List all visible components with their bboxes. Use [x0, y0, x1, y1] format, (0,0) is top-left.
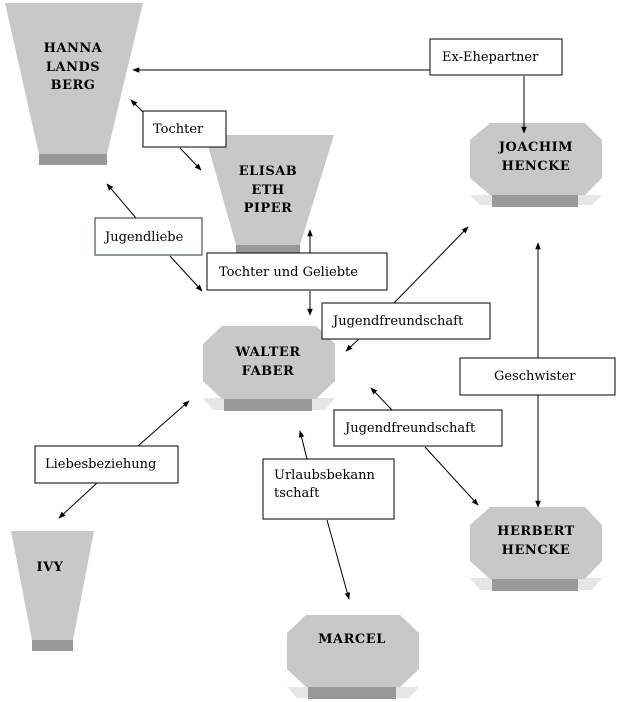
jugendfreundschaft-herbert-box [333, 409, 503, 447]
node-hanna-landsberg: HANNA LANDS BERG [5, 3, 143, 165]
ex-ehepartner-box [429, 38, 563, 76]
arrow-tochter-to-elisabeth [179, 147, 202, 171]
node-walter-faber: WALTER FABER [203, 326, 335, 411]
arrow-to-walter [370, 387, 393, 411]
edge-jugendfreundschaft-joachim: Jugendfreundschaft [321, 226, 491, 352]
urlaubsbekanntschaft-label-line-2: tschaft [274, 486, 320, 501]
urlaubsbekanntschaft-label-line-1: Urlaubsbekann [274, 468, 375, 483]
edge-tochter-und-geliebte: Tochter und Geliebte [206, 229, 388, 316]
jugendliebe-label: Jugendliebe [103, 230, 184, 245]
tochter-und-geliebte-box [206, 252, 388, 291]
herbert-name-line-1: HERBERT [497, 524, 575, 539]
liebesbeziehung-label: Liebesbeziehung [45, 457, 156, 472]
edge-ex-ehepartner: Ex-Ehepartner [132, 38, 563, 134]
herbert-name-line-2: HENCKE [502, 543, 571, 558]
arrow-to-herbert [424, 446, 479, 506]
arrow-tochter-to-hanna [130, 99, 144, 113]
jugendfreundschaft-herbert-label: Jugendfreundschaft [343, 421, 476, 436]
edge-jugendfreundschaft-herbert: Jugendfreundschaft [333, 387, 503, 506]
node-marcel: MARCEL [287, 615, 419, 699]
edge-geschwister: Geschwister [459, 242, 616, 508]
arrow-jugendliebe-to-walter [169, 255, 203, 292]
hanna-name-line-2: LANDS [46, 60, 100, 75]
edge-jugendliebe: Jugendliebe [94, 183, 203, 292]
walter-name-line-2: FABER [242, 364, 295, 379]
elisabeth-name-line-3: PIPER [244, 201, 293, 216]
arrow-to-walter [298, 430, 308, 460]
arrow-to-walter [137, 400, 190, 447]
arrow-to-marcel [326, 519, 351, 600]
jugendfreundschaft-joachim-label: Jugendfreundschaft [331, 314, 464, 329]
node-elisabeth-piper: ELISAB ETH PIPER [205, 135, 334, 256]
ex-ehepartner-label: Ex-Ehepartner [442, 50, 539, 65]
geschwister-label: Geschwister [494, 369, 576, 384]
hanna-name-line-3: BERG [51, 78, 96, 93]
tochter-label: Tochter [153, 122, 204, 137]
liebesbeziehung-box [34, 445, 179, 484]
joachim-name-line-2: HENCKE [502, 159, 571, 174]
jugendfreundschaft-joachim-box [321, 302, 491, 340]
arrow-to-joachim [393, 226, 469, 304]
marcel-name: MARCEL [318, 632, 386, 647]
elisabeth-name-line-2: ETH [251, 183, 284, 198]
node-ivy: IVY [11, 531, 94, 651]
jugendliebe-box [94, 217, 203, 256]
node-herbert-hencke: HERBERT HENCKE [470, 507, 602, 591]
edge-urlaubsbekanntschaft: Urlaubsbekann tschaft [262, 430, 395, 600]
walter-name-line-1: WALTER [234, 345, 300, 360]
arrow-to-ivy [58, 482, 98, 519]
edge-liebesbeziehung: Liebesbeziehung [34, 400, 190, 519]
geschwister-box [459, 357, 616, 396]
tochter-box [142, 110, 227, 148]
hanna-name-line-1: HANNA [44, 41, 103, 56]
arrow-jugendliebe-to-hanna [106, 183, 137, 219]
urlaubsbekanntschaft-box [262, 458, 395, 520]
edge-tochter: Tochter [130, 99, 227, 171]
node-joachim-hencke: JOACHIM HENCKE [470, 123, 602, 207]
elisabeth-name-line-1: ELISAB [239, 164, 298, 179]
joachim-name-line-1: JOACHIM [498, 140, 573, 155]
tochter-und-geliebte-label: Tochter und Geliebte [219, 265, 358, 280]
arrow-to-walter [345, 338, 360, 352]
ivy-name: IVY [37, 560, 64, 575]
